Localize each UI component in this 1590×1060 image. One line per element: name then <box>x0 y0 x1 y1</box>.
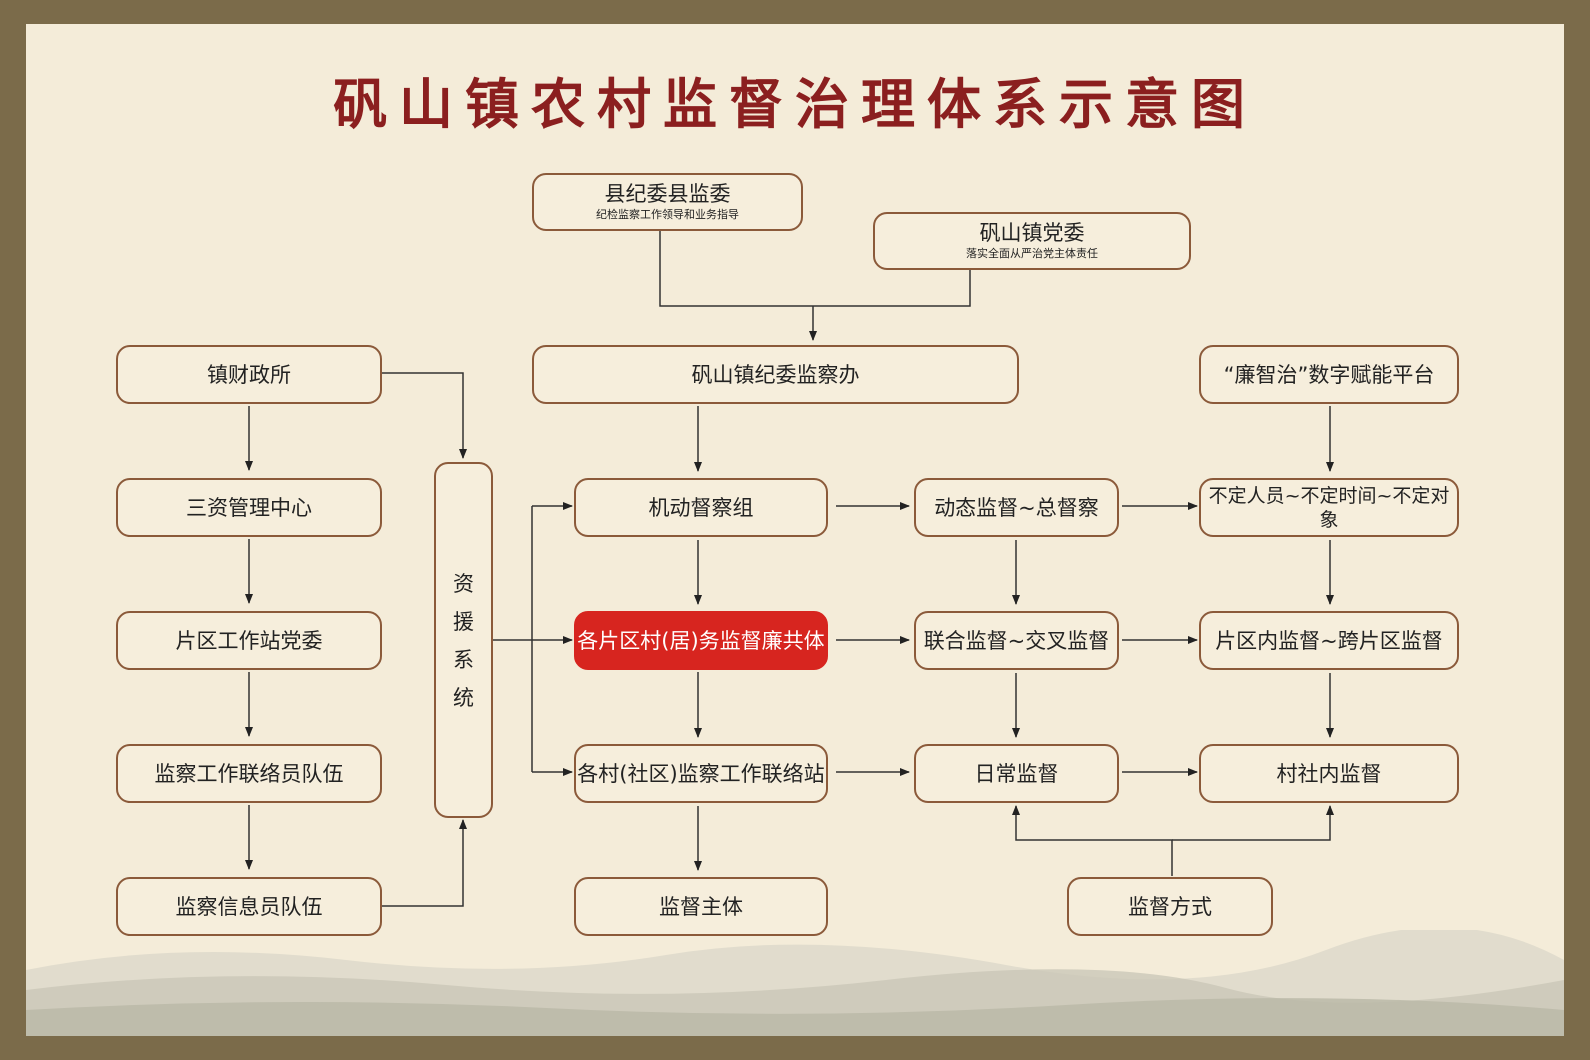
dynamic-supervision-label: 动态监督~总督察 <box>934 495 1099 520</box>
support-system-box: 资 援 系 统 <box>434 462 493 818</box>
town-party-committee-box: 矾山镇党委 落实全面从严治党主体责任 <box>873 212 1191 270</box>
landscape-decoration <box>26 930 1564 1036</box>
joint-supervision-label: 联合监督~交叉监督 <box>923 628 1110 653</box>
area-party-label: 片区工作站党委 <box>175 628 323 653</box>
assets-center-box: 三资管理中心 <box>116 478 382 537</box>
discipline-office-box: 矾山镇纪委监察办 <box>532 345 1019 404</box>
liaison-team-box: 监察工作联络员队伍 <box>116 744 382 803</box>
liaison-team-label: 监察工作联络员队伍 <box>154 761 344 786</box>
county-commission-label: 县纪委县监委 <box>604 182 731 206</box>
digital-platform-box: “廉智治”数字赋能平台 <box>1199 345 1459 404</box>
support-char-4: 统 <box>453 686 474 710</box>
dynamic-supervision-box: 动态监督~总督察 <box>914 478 1119 537</box>
joint-supervision-box: 联合监督~交叉监督 <box>914 611 1119 670</box>
subject-label: 监督主体 <box>659 894 743 919</box>
village-station-label: 各村(社区)监察工作联络站 <box>577 761 825 786</box>
county-commission-box: 县纪委县监委 纪检监察工作领导和业务指导 <box>532 173 803 231</box>
uncertain-label: 不定人员~不定时间~不定对象 <box>1208 484 1450 531</box>
inter-area-label: 片区内监督~跨片区监督 <box>1215 628 1443 653</box>
diagram-title: 矾山镇农村监督治理体系示意图 <box>333 72 1257 136</box>
village-station-box: 各村(社区)监察工作联络站 <box>574 744 828 803</box>
info-team-box: 监察信息员队伍 <box>116 877 382 936</box>
county-commission-sub: 纪检监察工作领导和业务指导 <box>596 208 739 221</box>
village-internal-label: 村社内监督 <box>1276 761 1382 786</box>
village-internal-box: 村社内监督 <box>1199 744 1459 803</box>
daily-supervision-box: 日常监督 <box>914 744 1119 803</box>
support-char-3: 系 <box>453 648 474 672</box>
assets-center-label: 三资管理中心 <box>186 495 312 520</box>
mobile-team-label: 机动督察组 <box>648 495 754 520</box>
uncertain-box: 不定人员~不定时间~不定对象 <box>1199 478 1459 537</box>
discipline-office-label: 矾山镇纪委监察办 <box>691 362 860 387</box>
finance-office-label: 镇财政所 <box>207 362 291 387</box>
inter-area-box: 片区内监督~跨片区监督 <box>1199 611 1459 670</box>
daily-supervision-label: 日常监督 <box>974 761 1059 786</box>
mobile-team-box: 机动督察组 <box>574 478 828 537</box>
info-team-label: 监察信息员队伍 <box>175 894 323 919</box>
community-label: 各片区村(居)务监督廉共体 <box>577 628 825 653</box>
finance-office-box: 镇财政所 <box>116 345 382 404</box>
subject-box: 监督主体 <box>574 877 828 936</box>
supervision-method-box: 监督方式 <box>1067 877 1273 936</box>
support-char-2: 援 <box>453 610 474 634</box>
digital-platform-label: “廉智治”数字赋能平台 <box>1223 362 1435 387</box>
town-party-committee-label: 矾山镇党委 <box>979 221 1085 245</box>
community-box: 各片区村(居)务监督廉共体 <box>574 611 828 670</box>
support-char-1: 资 <box>453 572 474 596</box>
area-party-box: 片区工作站党委 <box>116 611 382 670</box>
town-party-committee-sub: 落实全面从严治党主体责任 <box>966 247 1098 260</box>
supervision-method-label: 监督方式 <box>1128 894 1212 919</box>
